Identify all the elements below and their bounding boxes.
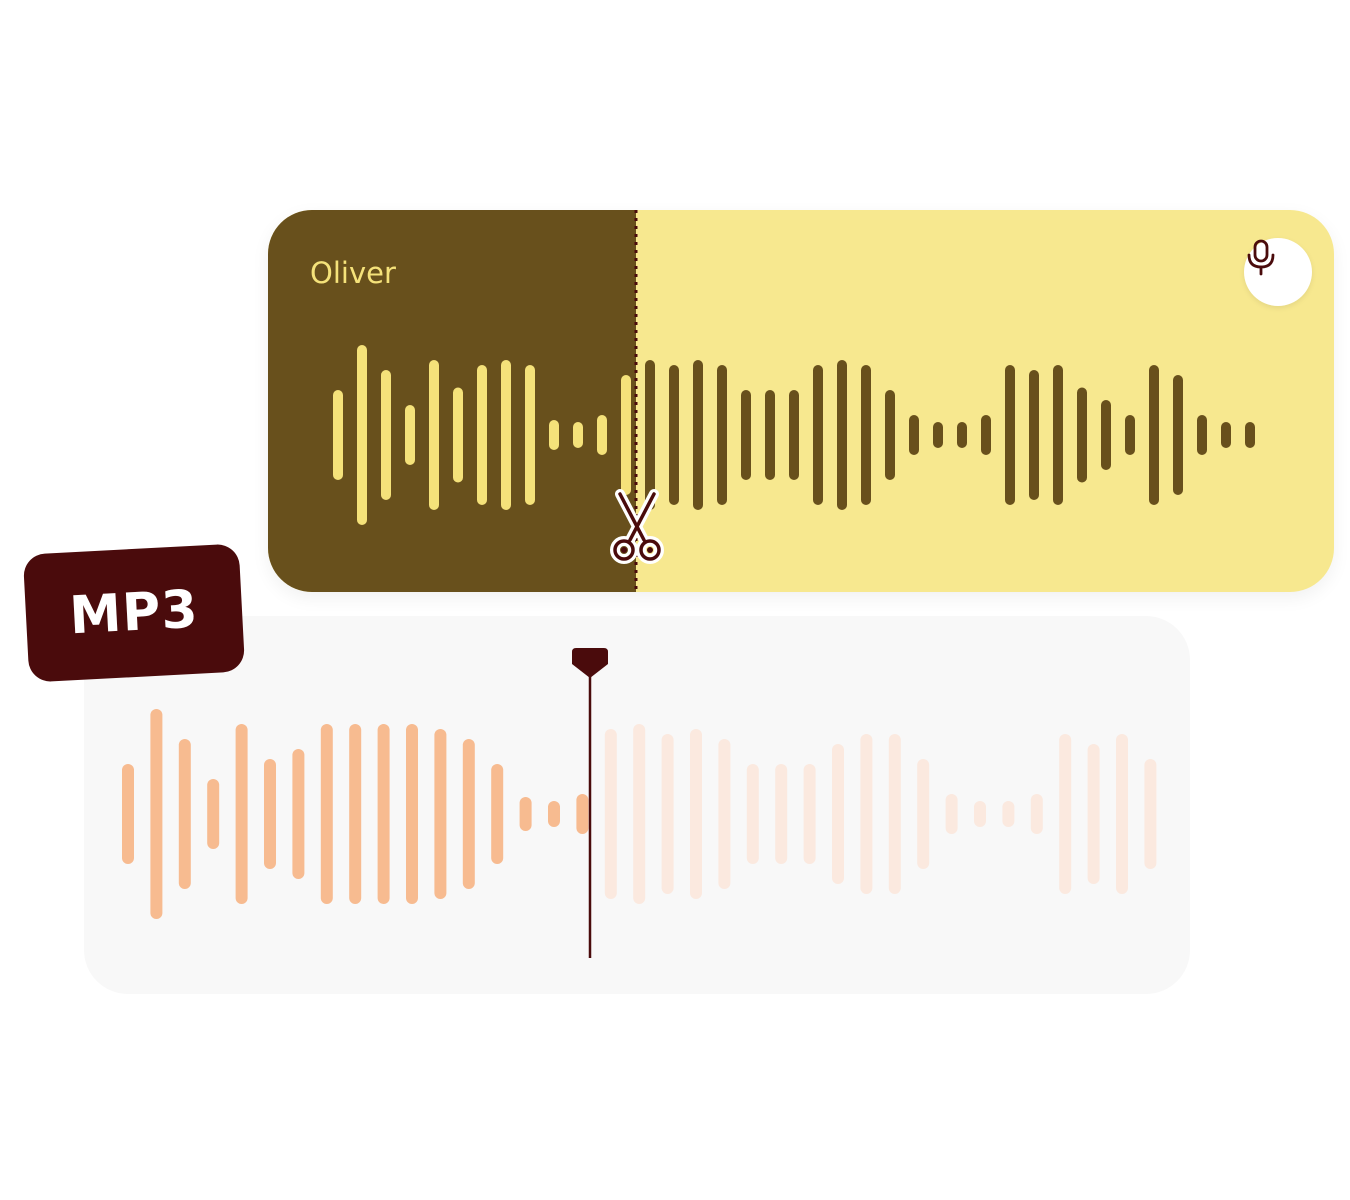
clip-waveform-bar bbox=[597, 415, 607, 455]
timeline-waveform-bar bbox=[1116, 734, 1128, 894]
clip-waveform-bar bbox=[429, 360, 439, 510]
timeline-waveform-bar bbox=[122, 764, 134, 864]
clip-waveform-bar bbox=[1077, 387, 1087, 483]
clip-waveform-bar bbox=[861, 365, 871, 505]
clip-selected-segment[interactable] bbox=[268, 210, 636, 592]
timeline-waveform-bar bbox=[945, 794, 958, 834]
clip-waveform-bar bbox=[333, 390, 343, 480]
timeline-waveform-bar bbox=[661, 734, 674, 894]
clip-waveform-bar bbox=[1197, 415, 1207, 455]
timeline-waveform-bar bbox=[974, 801, 986, 827]
clip-waveform-bar bbox=[549, 420, 559, 450]
timeline-waveform-bar bbox=[860, 734, 873, 894]
timeline-waveform-bar bbox=[264, 759, 276, 869]
timeline-waveform-bar bbox=[207, 779, 220, 849]
clip-waveform-bar bbox=[621, 375, 631, 495]
clip-waveform-bar bbox=[741, 390, 751, 480]
timeline-waveform-bar bbox=[320, 724, 333, 904]
timeline-waveform-bar bbox=[434, 729, 447, 899]
clip-waveform-bar bbox=[765, 390, 775, 480]
timeline-waveform-bar bbox=[1059, 734, 1072, 894]
clip-waveform-bar bbox=[669, 365, 679, 505]
timeline-waveform-bar bbox=[718, 739, 731, 889]
clip-card[interactable]: Oliver bbox=[268, 210, 1334, 592]
clip-waveform-bar bbox=[453, 387, 463, 483]
clip-waveform-bar bbox=[381, 370, 391, 500]
clip-waveform-bar bbox=[909, 415, 919, 455]
timeline-waveform-bar bbox=[888, 734, 901, 894]
timeline-waveform-bar bbox=[235, 724, 248, 904]
timeline-waveform-bar bbox=[349, 724, 362, 904]
clip-waveform-bar bbox=[1029, 370, 1039, 500]
clip-waveform-bar bbox=[1005, 365, 1015, 505]
timeline-waveform-bar bbox=[292, 749, 305, 879]
clip-waveform-bar bbox=[1101, 400, 1111, 470]
format-badge-label: MP3 bbox=[67, 579, 200, 647]
clip-waveform-bar bbox=[717, 365, 727, 505]
clip-waveform-bar bbox=[1053, 365, 1063, 505]
clip-waveform-bar bbox=[405, 405, 415, 465]
timeline-waveform-bar bbox=[917, 759, 930, 869]
timeline-waveform-bar bbox=[491, 764, 504, 864]
clip-waveform-bar bbox=[501, 360, 511, 510]
clip-waveform-bar bbox=[1125, 415, 1135, 455]
timeline-waveform-bar bbox=[690, 729, 702, 899]
clip-waveform-bar bbox=[1149, 365, 1159, 505]
clip-waveform-bar bbox=[525, 365, 535, 505]
timeline-waveform-bar bbox=[406, 724, 418, 904]
timeline-waveform-bar bbox=[746, 764, 759, 864]
microphone-icon bbox=[1247, 239, 1275, 276]
timeline-waveform-bar bbox=[803, 764, 816, 864]
timeline-waveform-bar bbox=[832, 744, 844, 884]
timeline-waveform-bar bbox=[178, 739, 191, 889]
clip-waveform-bar bbox=[357, 345, 367, 525]
microphone-button[interactable] bbox=[1244, 238, 1312, 306]
timeline-waveform-bar bbox=[576, 794, 589, 834]
clip-waveform-bar bbox=[789, 390, 799, 480]
clip-speaker-name: Oliver bbox=[310, 256, 396, 290]
clip-waveform-bar bbox=[477, 365, 487, 505]
clip-waveform bbox=[333, 210, 1255, 592]
timeline-waveform[interactable] bbox=[84, 616, 1190, 994]
clip-waveform-bar bbox=[981, 415, 991, 455]
scissors-icon[interactable] bbox=[604, 488, 670, 568]
timeline-waveform-bar bbox=[519, 797, 532, 831]
clip-waveform-bar bbox=[837, 360, 847, 510]
clip-waveform-bar bbox=[813, 365, 823, 505]
clip-waveform-bar bbox=[1245, 422, 1255, 448]
playhead-icon[interactable] bbox=[572, 648, 608, 958]
timeline-waveform-bar bbox=[1030, 794, 1043, 834]
timeline-waveform-bar bbox=[548, 801, 560, 827]
clip-waveform-bar bbox=[1221, 422, 1231, 448]
format-badge: MP3 bbox=[22, 543, 246, 683]
timeline-waveform-bar bbox=[462, 739, 475, 889]
timeline-waveform-bar bbox=[1002, 801, 1015, 827]
timeline-waveform-bar bbox=[1144, 759, 1157, 869]
timeline-panel[interactable] bbox=[84, 616, 1190, 994]
clip-waveform-bar bbox=[933, 422, 943, 448]
clip-waveform-bar bbox=[957, 422, 967, 448]
timeline-waveform-bar bbox=[1087, 744, 1100, 884]
clip-waveform-bar bbox=[693, 360, 703, 510]
clip-waveform-bar bbox=[1173, 375, 1183, 495]
clip-waveform-bar bbox=[573, 422, 583, 448]
timeline-waveform-bar bbox=[377, 724, 390, 904]
clip-waveform-bar bbox=[645, 360, 655, 510]
timeline-waveform-bar bbox=[775, 764, 788, 864]
timeline-waveform-bar bbox=[604, 729, 617, 899]
timeline-waveform-bar bbox=[633, 724, 646, 904]
clip-waveform-bar bbox=[885, 390, 895, 480]
timeline-waveform-bar bbox=[150, 709, 163, 919]
